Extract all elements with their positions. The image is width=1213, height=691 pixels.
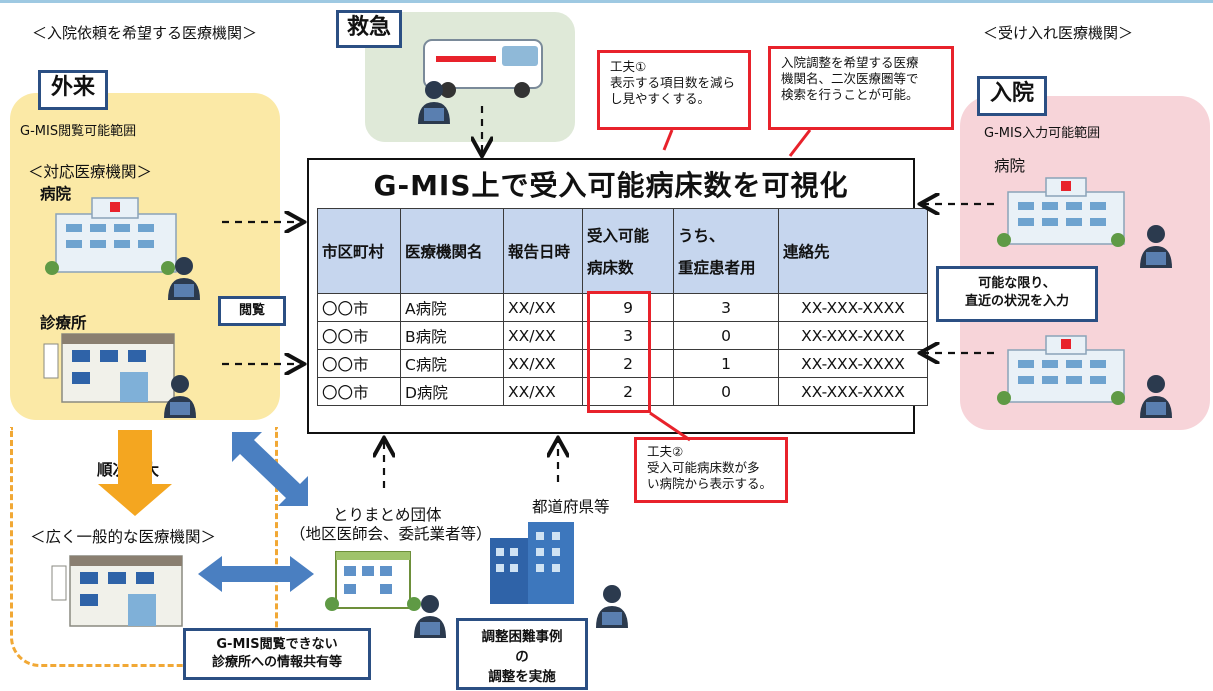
cell-name: C病院 <box>400 349 504 378</box>
table-row: 〇〇市 D病院 XX/XX 2 0 XX-XXX-XXXX <box>317 377 928 406</box>
col-severe-line1: うち、 <box>678 227 725 245</box>
cell-beds: 9 <box>582 293 674 322</box>
ambulance-icon <box>423 39 543 98</box>
outpatient-hospital-staff-icon <box>168 257 200 300</box>
pref-label: 都道府県等 <box>532 498 610 516</box>
outpatient-expansion-zone <box>10 427 278 667</box>
share-line1: G-MIS閲覧できない <box>216 637 338 652</box>
input-note-box: 可能な限り、 直近の状況を入力 <box>936 266 1098 322</box>
search-pointer <box>788 129 812 157</box>
difficult-line3: 調整を実施 <box>488 669 556 685</box>
receiving-hospital-label: 病院 <box>994 157 1026 175</box>
col-severe: うち、 重症患者用 <box>673 208 779 294</box>
institutions-heading: ＜対応医療機関＞ <box>28 163 153 181</box>
table-row: 〇〇市 A病院 XX/XX 9 3 XX-XXX-XXXX <box>317 293 928 322</box>
tip2-callout: 工夫② 受入可能病床数が多 い病院から表示する。 <box>634 437 788 503</box>
tip1-callout: 工夫① 表示する項目数を減ら し見やすくする。 <box>597 50 751 130</box>
clinic-label: 診療所 <box>40 314 87 332</box>
search-line1: 入院調整を希望する医療 <box>781 55 919 70</box>
gmis-title: G-MIS上で受入可能病床数を可視化 <box>373 169 849 202</box>
emergency-tag: 救急 <box>336 10 402 48</box>
general-clinic-icon <box>51 555 183 627</box>
receiving-hospital-top-staff-icon <box>1140 225 1172 268</box>
tip2-pointer <box>649 411 691 442</box>
inpatient-scope: G-MIS入力可能範囲 <box>984 126 1101 141</box>
cell-name: D病院 <box>400 377 504 406</box>
col-severe-line2: 重症患者用 <box>678 259 756 277</box>
cell-city: 〇〇市 <box>317 293 401 322</box>
cell-date: XX/XX <box>503 377 583 406</box>
organization-building-icon <box>325 551 421 611</box>
tip1-pointer <box>662 129 674 151</box>
input-note-line1: 可能な限り、 <box>978 276 1056 291</box>
receiving-hospital-bottom-staff-icon <box>1140 375 1172 418</box>
col-beds-line2: 病床数 <box>587 259 634 277</box>
organization-staff-icon <box>414 595 446 638</box>
bed-table: 市区町村 医療機関名 報告日時 受入可能 病床数 うち、 重症患者用 連絡先 〇… <box>317 208 928 406</box>
tip2-line2: 受入可能病床数が多 <box>647 460 760 475</box>
tip1-line3: し見やすくする。 <box>610 91 711 106</box>
diagonal-share-arrow <box>232 432 308 506</box>
outpatient-tag: 外来 <box>38 70 108 110</box>
right-region-title: ＜受け入れ医療機関＞ <box>983 24 1134 42</box>
tip2-line1: 工夫② <box>647 444 684 459</box>
prefecture-building-icon <box>490 522 574 604</box>
cell-date: XX/XX <box>503 293 583 322</box>
search-callout: 入院調整を希望する医療 機関名、二次医療圏等で 検索を行うことが可能。 <box>768 46 954 130</box>
general-heading: ＜広く一般的な医療機関＞ <box>30 528 217 546</box>
tip1-line2: 表示する項目数を減ら <box>610 75 736 90</box>
receiving-hospital-top-icon <box>997 177 1125 247</box>
cell-contact: XX-XXX-XXXX <box>778 293 928 322</box>
prefecture-staff-icon <box>596 585 628 628</box>
tip1-line1: 工夫① <box>610 59 647 74</box>
cell-severe: 3 <box>673 293 779 322</box>
difficult-box: 調整困難事例 の 調整を実施 <box>456 618 588 690</box>
horizontal-share-arrow <box>198 556 314 592</box>
cell-contact: XX-XXX-XXXX <box>778 377 928 406</box>
inpatient-tag: 入院 <box>977 76 1047 116</box>
tip2-line3: い病院から表示する。 <box>647 476 773 491</box>
col-beds: 受入可能 病床数 <box>582 208 674 294</box>
table-header-row: 市区町村 医療機関名 報告日時 受入可能 病床数 うち、 重症患者用 連絡先 <box>317 208 928 294</box>
left-region-title: ＜入院依頼を希望する医療機関＞ <box>32 24 258 42</box>
cell-beds: 2 <box>582 377 674 406</box>
col-name: 医療機関名 <box>400 208 504 294</box>
cell-beds: 3 <box>582 321 674 350</box>
clinic-staff-icon <box>164 375 196 418</box>
outpatient-scope: G-MIS閲覧可能範囲 <box>20 124 137 139</box>
cell-contact: XX-XXX-XXXX <box>778 349 928 378</box>
share-arrows <box>198 432 314 592</box>
difficult-line1: 調整困難事例 <box>481 629 563 645</box>
outpatient-hospital-icon <box>45 197 177 275</box>
input-note-line2: 直近の状況を入力 <box>964 294 1069 309</box>
share-box: G-MIS閲覧できない 診療所への情報共有等 <box>183 628 371 680</box>
emergency-staff-icon <box>418 81 450 124</box>
share-line2: 診療所への情報共有等 <box>211 655 342 670</box>
org-line1: とりまとめ団体 <box>333 506 442 524</box>
col-beds-line1: 受入可能 <box>587 227 650 245</box>
org-line2: （地区医師会、委託業者等） <box>290 525 492 543</box>
browse-box: 閲覧 <box>218 296 286 326</box>
search-line3: 検索を行うことが可能。 <box>781 87 919 102</box>
beds-highlight-box <box>587 291 651 413</box>
hospital-label: 病院 <box>40 185 72 203</box>
receiving-hospital-bottom-icon <box>997 335 1125 405</box>
search-line2: 機関名、二次医療圏等で <box>781 71 919 86</box>
difficult-line2: の <box>515 649 529 665</box>
clinic-icon <box>43 333 175 403</box>
cell-contact: XX-XXX-XXXX <box>778 321 928 350</box>
cell-city: 〇〇市 <box>317 321 401 350</box>
cell-name: B病院 <box>400 321 504 350</box>
cell-city: 〇〇市 <box>317 377 401 406</box>
col-contact: 連絡先 <box>778 208 928 294</box>
col-city: 市区町村 <box>317 208 401 294</box>
expand-arrow <box>98 430 172 516</box>
table-row: 〇〇市 B病院 XX/XX 3 0 XX-XXX-XXXX <box>317 321 928 350</box>
cell-severe: 0 <box>673 321 779 350</box>
top-rule <box>0 0 1213 3</box>
cell-severe: 0 <box>673 377 779 406</box>
cell-city: 〇〇市 <box>317 349 401 378</box>
